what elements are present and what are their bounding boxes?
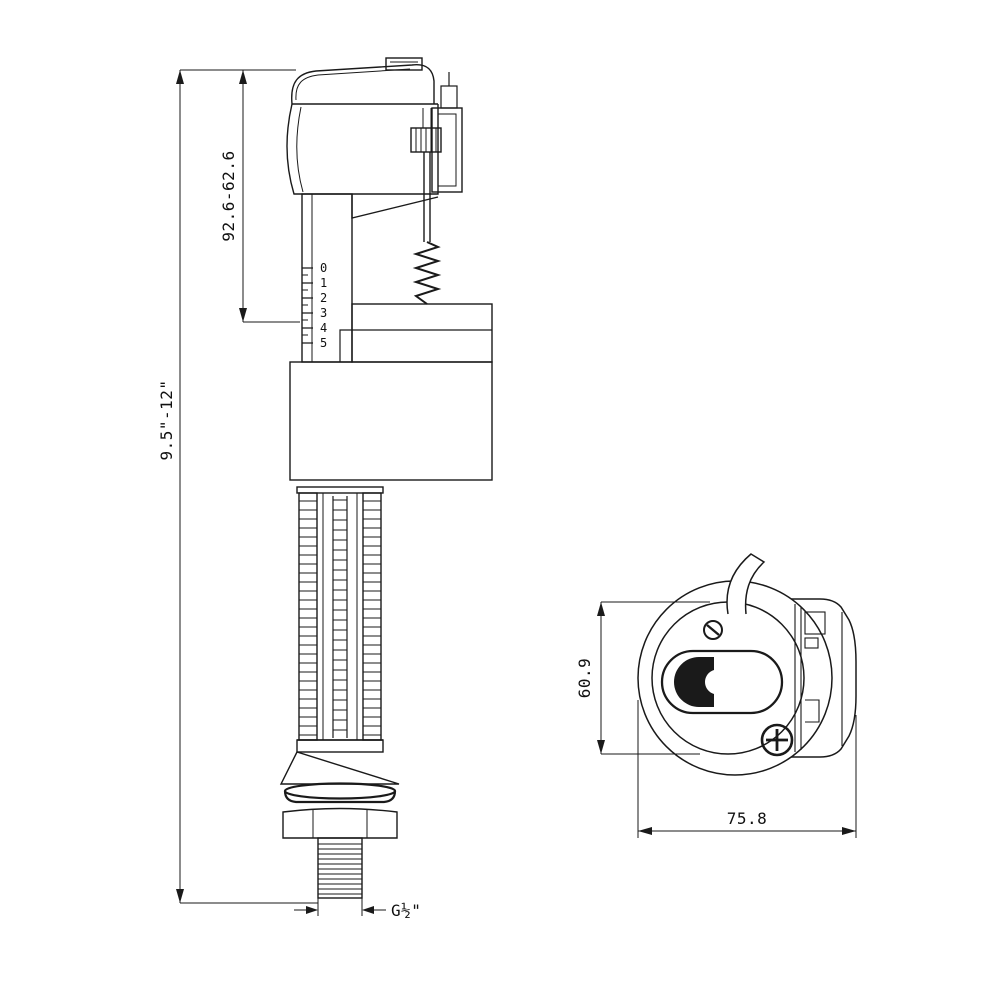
flange-cone	[279, 751, 400, 785]
lock-nut	[282, 807, 398, 839]
threaded-inlet	[317, 837, 363, 899]
housing-detail-block	[804, 611, 826, 635]
scale-mark-2: 2	[320, 291, 327, 305]
thread-shank	[317, 837, 363, 899]
top-view	[637, 553, 857, 776]
shaft-right-rib-column	[362, 492, 382, 741]
dim-top-height-label: 60.9	[575, 658, 594, 699]
adjustment-knob	[410, 108, 442, 153]
scale-ticks-major	[302, 267, 313, 344]
thread-hatching	[318, 843, 362, 895]
scale-mark-5: 5	[320, 336, 327, 350]
shaft-inner-walls	[322, 493, 358, 740]
head-bulge-inner	[296, 106, 304, 193]
scale-numbers: 0 1 2 3 4 5	[320, 261, 327, 350]
scale-mark-4: 4	[320, 321, 327, 335]
dimension-arrows	[176, 70, 856, 914]
shaft-rack-rails	[332, 496, 348, 738]
washer-top	[283, 782, 397, 800]
head-body	[286, 103, 439, 195]
arrow	[362, 906, 374, 914]
shaft-right-ribs	[363, 500, 381, 736]
arrow	[176, 70, 184, 84]
housing-detail-tab	[804, 637, 819, 649]
spring	[412, 241, 442, 305]
telescoping-shaft	[296, 486, 384, 741]
base-flange	[279, 739, 400, 785]
slot-screw	[703, 620, 723, 640]
housing-junction	[794, 604, 802, 752]
lever-arm	[726, 553, 766, 615]
float-cup-step	[339, 329, 492, 362]
float-cup	[289, 303, 493, 481]
scale-ticks-minor	[302, 274, 308, 336]
shaft-left-rib-column	[298, 492, 318, 741]
knob-stem	[422, 108, 432, 128]
outlet-dark-ring	[674, 657, 714, 707]
valve-lid-inner	[295, 68, 411, 101]
arrow	[597, 602, 605, 616]
arrow	[842, 827, 856, 835]
shaft-top-plate	[296, 486, 384, 494]
housing-detail-step	[805, 699, 820, 723]
arrow	[176, 889, 184, 903]
dim-thread-size-label: G½"	[391, 901, 421, 920]
washer-bottom	[283, 790, 397, 804]
arrow	[239, 308, 247, 322]
valve-head	[286, 57, 439, 219]
float-cup-top	[351, 303, 493, 363]
arrow	[597, 740, 605, 754]
shaft-left-ribs	[299, 500, 317, 736]
knob-knurling	[415, 128, 437, 152]
adjustment-rod	[423, 152, 431, 242]
outlet-opening	[660, 649, 784, 715]
slot-screw-slot	[706, 624, 720, 636]
float-adjust-bracket	[431, 72, 463, 193]
valve-lid	[291, 64, 435, 105]
bracket-inner	[437, 113, 457, 187]
side-view	[279, 57, 493, 899]
bracket-clip	[440, 85, 458, 109]
top-button	[385, 57, 423, 71]
flange-neck	[296, 739, 384, 753]
cross-screw	[760, 723, 794, 757]
arrow	[239, 70, 247, 84]
dimension-labels: 9.5"-12" 92.6-62.6 60.9 75.8 G½"	[157, 150, 767, 920]
dim-overall-height-label: 9.5"-12"	[157, 379, 176, 460]
nut-outline	[282, 807, 398, 839]
dim-top-width-label: 75.8	[727, 809, 768, 828]
arrow	[306, 906, 318, 914]
cross-screw-cross	[766, 729, 788, 751]
shaft-rack-rungs	[333, 499, 347, 731]
dimension-lines	[179, 69, 857, 916]
cone-washer	[283, 782, 397, 804]
arrow	[638, 827, 652, 835]
valve-body	[289, 361, 493, 481]
scale-mark-0: 0	[320, 261, 327, 275]
scale-mark-3: 3	[320, 306, 327, 320]
nut-facets	[312, 810, 368, 838]
scale-mark-1: 1	[320, 276, 327, 290]
dim-float-range-label: 92.6-62.6	[219, 150, 238, 241]
head-lower-wedge	[351, 194, 439, 219]
